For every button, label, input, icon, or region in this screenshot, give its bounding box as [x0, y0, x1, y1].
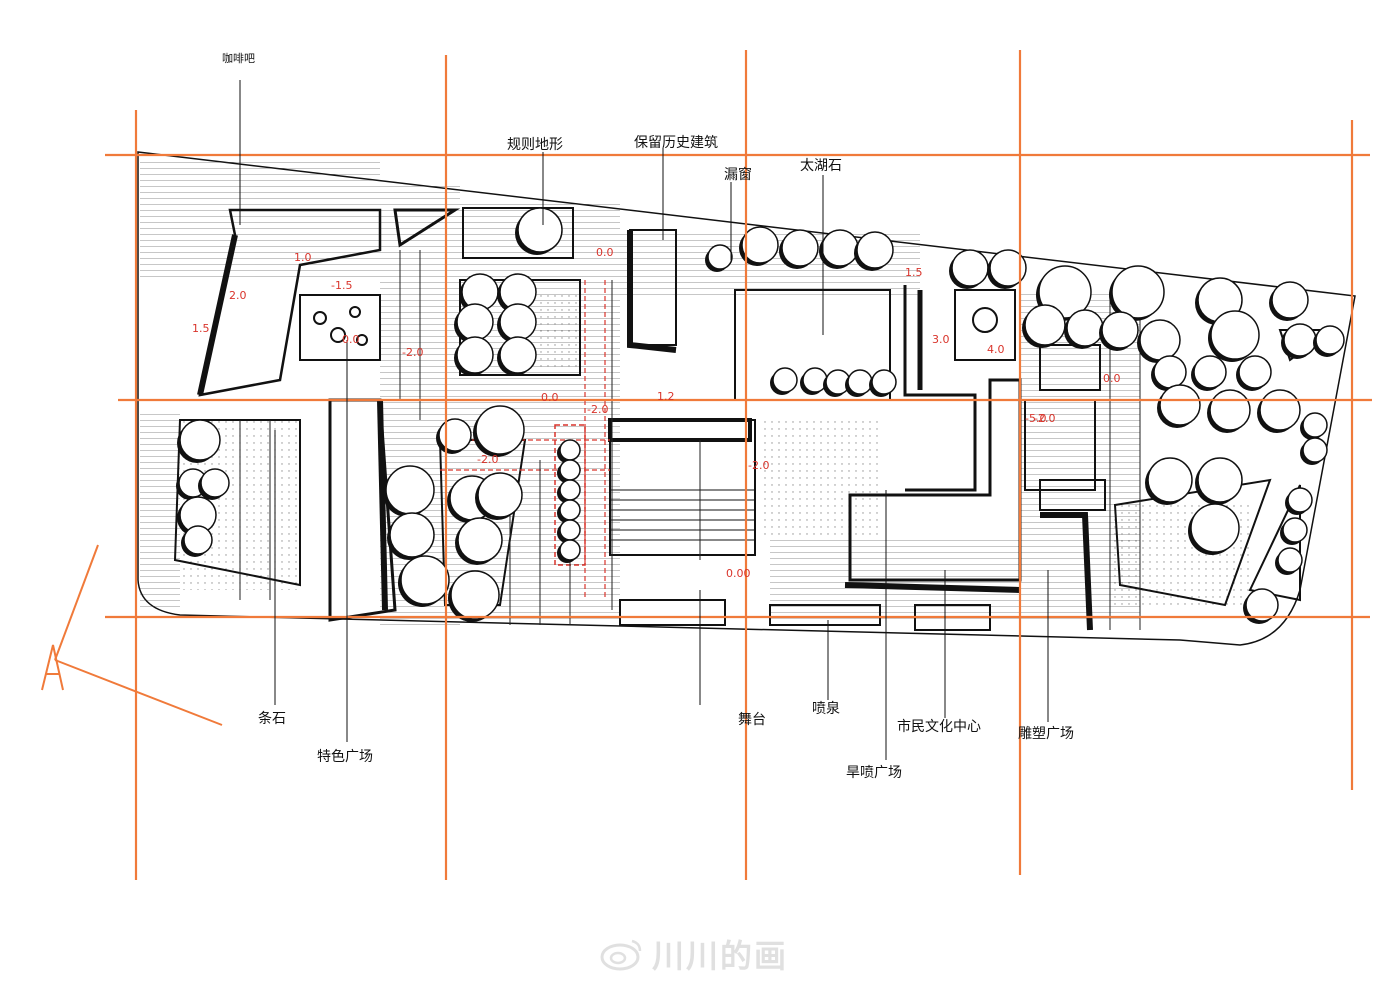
- label-shimin: 市民文化中心: [897, 719, 981, 735]
- tree-canopy: [499, 303, 537, 341]
- elevation-mark: 1.2: [657, 390, 675, 403]
- tree-canopy: [1024, 304, 1066, 346]
- tree-canopy: [1259, 389, 1301, 431]
- tree-canopy: [1066, 309, 1104, 347]
- tree-canopy: [499, 336, 537, 374]
- elevation-mark: 1.0: [294, 251, 312, 264]
- tree-canopy: [1302, 412, 1328, 438]
- tree-canopy: [400, 555, 450, 605]
- tree-canopy: [559, 539, 581, 561]
- tree-canopy: [856, 231, 894, 269]
- tree-canopy: [438, 418, 472, 452]
- tree-canopy: [179, 419, 221, 461]
- tree-canopy: [1238, 355, 1272, 389]
- tree-canopy: [559, 479, 581, 501]
- building-outlines: [173, 207, 1333, 631]
- tree-canopy: [456, 303, 494, 341]
- label-wutai: 舞台: [738, 712, 766, 728]
- label-guize: 规则地形: [507, 137, 563, 153]
- elevation-mark: -2.0: [1034, 412, 1056, 425]
- elevation-mark: -5.0: [1025, 412, 1047, 425]
- tree-canopy: [559, 459, 581, 481]
- elevation-mark: 4.0: [987, 343, 1005, 356]
- label-taihushi: 太湖石: [800, 158, 842, 174]
- tree-canopy: [871, 369, 897, 395]
- elevation-mark: 0.0: [1103, 372, 1121, 385]
- tree-canopy: [200, 468, 230, 498]
- tree-canopy: [559, 499, 581, 521]
- tree-canopy: [989, 249, 1027, 287]
- tree-canopy: [1315, 325, 1345, 355]
- weibo-icon: [600, 939, 642, 971]
- tree-canopy: [456, 336, 494, 374]
- tree-canopy: [1245, 588, 1279, 622]
- tree-canopy: [1197, 457, 1243, 503]
- tree-canopy: [1210, 310, 1260, 360]
- tree-canopy: [1302, 437, 1328, 463]
- label-penquan: 喷泉: [812, 701, 840, 717]
- elevation-mark: 0.0: [342, 333, 360, 346]
- tree-canopy: [183, 525, 213, 555]
- tree-canopy: [1209, 389, 1251, 431]
- tree-canopy: [1277, 547, 1303, 573]
- tree-canopy: [517, 207, 563, 253]
- label-tiaoshi: 条石: [258, 711, 286, 727]
- tree-canopy: [1153, 355, 1187, 389]
- elevation-mark: 0.0: [596, 246, 614, 259]
- tree-canopy: [1139, 319, 1181, 361]
- tree-canopy: [1193, 355, 1227, 389]
- tree-canopy: [1283, 323, 1317, 357]
- tree-canopy: [1271, 281, 1309, 319]
- label-kafeiba: 咖啡吧: [222, 52, 255, 65]
- tree-canopy: [707, 244, 733, 270]
- tree-canopy: [450, 570, 500, 620]
- tree-canopy: [1111, 265, 1165, 319]
- tree-canopy: [559, 439, 581, 461]
- tree-canopy: [821, 229, 859, 267]
- elevation-mark: 1.5: [192, 322, 210, 335]
- tree-canopy: [1147, 457, 1193, 503]
- tree-canopy: [389, 512, 435, 558]
- tree-canopy: [1190, 503, 1240, 553]
- tree-canopy: [781, 229, 819, 267]
- tree-canopy: [741, 226, 779, 264]
- elevation-mark: -2.0: [748, 459, 770, 472]
- watermark-text: 川川的画: [652, 937, 789, 975]
- leader-lines: [239, 80, 1049, 760]
- elevation-mark: -1.5: [331, 279, 353, 292]
- tree-canopy: [772, 367, 798, 393]
- elevation-mark: 2.0: [229, 289, 247, 302]
- tree-canopy: [1101, 311, 1139, 349]
- structure-lines: [239, 250, 1141, 630]
- elevation-mark: 3.0: [932, 333, 950, 346]
- tree-canopy: [1159, 384, 1201, 426]
- tree-canopy: [1282, 517, 1308, 543]
- label-louchuang: 漏窗: [724, 167, 752, 183]
- label-hanpen: 旱喷广场: [846, 765, 902, 781]
- label-baoliu: 保留历史建筑: [634, 135, 718, 151]
- label-tese: 特色广场: [317, 749, 373, 765]
- elevation-mark: 1.5: [905, 266, 923, 279]
- tree-canopy: [385, 465, 435, 515]
- elevation-mark: -2.0: [477, 453, 499, 466]
- tree-canopy: [559, 519, 581, 541]
- elevation-mark: -2.0: [587, 403, 609, 416]
- watermark: 川川的画: [600, 934, 789, 975]
- elevation-mark: 0.0: [541, 391, 559, 404]
- tree-canopy: [457, 517, 503, 563]
- tree-canopy: [951, 249, 989, 287]
- tree-canopy: [1038, 265, 1092, 319]
- north-arrow: [41, 544, 223, 726]
- label-diaosu: 雕塑广场: [1018, 726, 1074, 742]
- elevation-mark: -2.0: [402, 346, 424, 359]
- elevation-mark: 0.00: [726, 567, 751, 580]
- tree-canopy: [847, 369, 873, 395]
- trees: [176, 207, 1345, 624]
- grid-lines: [105, 50, 1372, 880]
- tree-canopy: [477, 472, 523, 518]
- tree-canopy: [802, 367, 828, 393]
- tree-canopy: [475, 405, 525, 455]
- tree-canopy: [1287, 487, 1313, 513]
